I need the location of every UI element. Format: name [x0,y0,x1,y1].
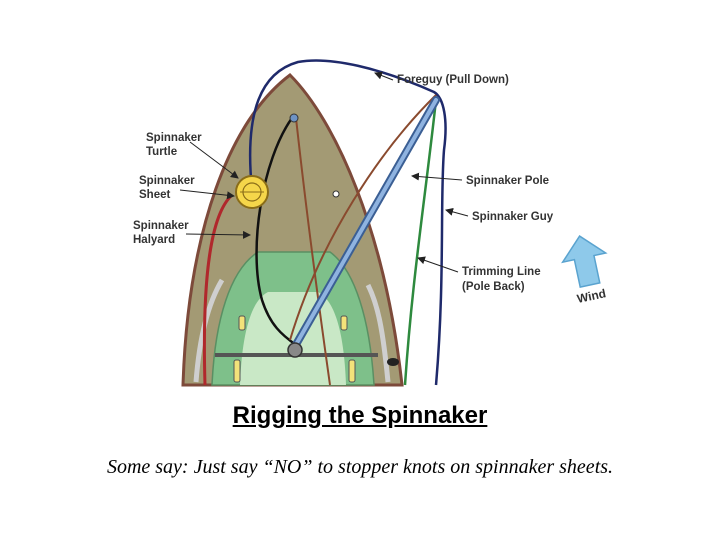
guy-line-2 [289,94,437,341]
cleat [340,315,348,331]
boom-end [387,358,399,366]
halyard-line [202,193,234,386]
page-title: Rigging the Spinnaker [232,402,488,429]
hull-rail-right [365,283,391,383]
halyard-label-1: Spinnaker [133,220,189,232]
foreguy-label: Foreguy (Pull Down) [397,74,509,86]
turtle-label-2: Turtle [146,146,177,158]
trimming-line [403,99,438,386]
leader-turtle [189,141,239,179]
leader-sheet [179,189,235,200]
cockpit-inner [240,292,346,385]
wind-arrow-icon [561,235,608,288]
pole-label: Spinnaker Pole [466,175,549,187]
leader-foreguy [374,71,394,81]
caption: Some say: Just say “NO” to stopper knots… [106,456,614,478]
leader-halyard [185,230,251,239]
forestay-fitting [289,113,299,123]
guy-label: Spinnaker Guy [472,211,554,223]
trimming-label-2: (Pole Back) [462,281,525,293]
sheet-label-2: Sheet [139,189,170,201]
spinnaker-pole-highlight [292,98,438,350]
leader-pole [411,172,463,181]
turtle-label-1: Spinnaker [146,132,202,144]
sheet-label-1: Spinnaker [139,175,195,187]
halyard-label-2: Halyard [133,234,175,246]
mast [287,342,303,358]
cleat [348,359,356,383]
cleat [238,315,246,331]
leader-trimming [417,256,459,273]
guy-line [295,117,331,386]
leader-guy [445,207,469,217]
spinnaker-rigging-diagram: Wind Foreguy (Pull Down) Spinnaker Turtl… [133,59,608,387]
wind-label: Wind [576,286,607,306]
sheet-line [255,117,297,347]
trimming-label-1: Trimming Line [462,266,541,278]
foreguy-line [248,59,447,386]
block [332,190,340,198]
cleat [233,359,241,383]
